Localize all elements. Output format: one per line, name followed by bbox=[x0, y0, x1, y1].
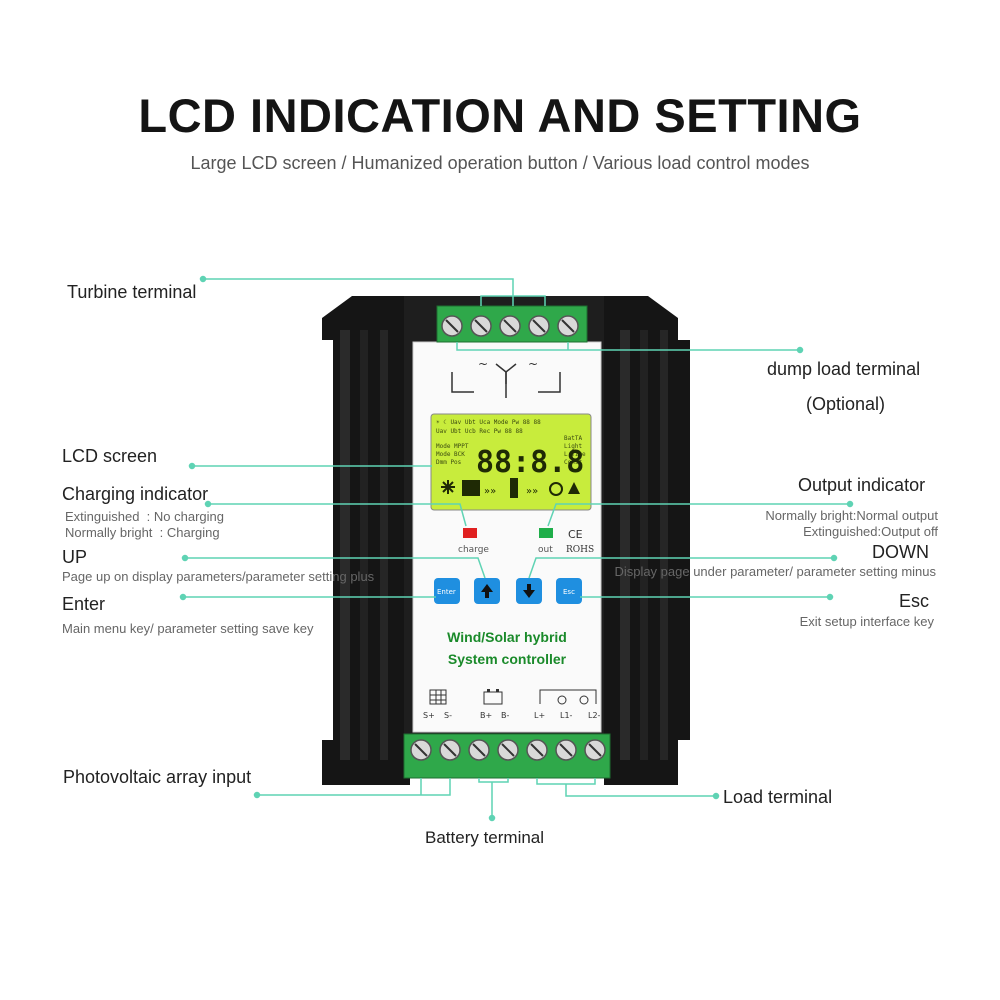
dump-load-optional-label: (Optional) bbox=[806, 394, 886, 414]
load-terminal-label: Load terminal bbox=[723, 787, 833, 807]
svg-text:»»: »» bbox=[484, 486, 496, 497]
enter-desc: Main menu key/ parameter setting save ke… bbox=[62, 621, 314, 636]
terminal-label-l2-minus: L2- bbox=[588, 711, 601, 720]
svg-text:Const: Const bbox=[564, 459, 582, 466]
down-desc: Display page under parameter/ parameter … bbox=[614, 564, 936, 579]
terminal-label-b-plus: B+ bbox=[480, 711, 492, 720]
out-led bbox=[539, 528, 553, 538]
bottom-terminal-block bbox=[403, 733, 611, 779]
turbine-symbol-icon: ~ ~ bbox=[451, 357, 561, 398]
svg-text:~: ~ bbox=[528, 357, 538, 371]
up-desc: Page up on display parameters/parameter … bbox=[62, 569, 375, 584]
up-label: UP bbox=[62, 547, 88, 567]
terminal-label-l1-minus: L1- bbox=[560, 711, 573, 720]
esc-button-label: Esc bbox=[563, 588, 575, 596]
charge-led bbox=[463, 528, 477, 538]
charge-led-label: charge bbox=[458, 545, 489, 555]
product-name-line-2: System controller bbox=[448, 651, 567, 667]
load-lamp-icon bbox=[539, 689, 597, 705]
enter-button[interactable]: Enter bbox=[434, 578, 460, 604]
output-callout-line bbox=[547, 503, 850, 527]
front-panel bbox=[412, 341, 602, 733]
terminal-label-l-plus: L+ bbox=[534, 711, 545, 720]
up-button[interactable] bbox=[474, 578, 500, 604]
page-subtitle: Large LCD screen / Humanized operation b… bbox=[190, 153, 810, 173]
lcd-status-icons: »» »» bbox=[441, 478, 580, 498]
out-led-label: out bbox=[538, 545, 553, 555]
lcd-screen: ☀ ☾ Uav Ubt Uca Mode Pw 88 88 Uav Ubt Uc… bbox=[430, 413, 592, 511]
pv-input-label: Photovoltaic array input bbox=[63, 767, 252, 787]
down-callout-line bbox=[528, 557, 834, 579]
charging-callout-line bbox=[208, 503, 467, 527]
rohs-mark: ROHS bbox=[566, 545, 594, 555]
charging-desc-1: Extinguished : No charging bbox=[65, 509, 224, 524]
esc-button[interactable]: Esc bbox=[556, 578, 582, 604]
svg-text:Uav Ubt Ucb Rec Pw 88 88: Uav Ubt Ucb Rec Pw 88 88 bbox=[436, 428, 523, 435]
svg-text:L.Time: L.Time bbox=[564, 451, 586, 458]
esc-desc: Exit setup interface key bbox=[799, 614, 934, 629]
lcd-screen-label: LCD screen bbox=[62, 446, 158, 466]
terminal-labels: S+ S- B+ B- L+ L1- L2- bbox=[423, 711, 601, 720]
esc-label: Esc bbox=[899, 591, 930, 611]
svg-text:Dmm Pos: Dmm Pos bbox=[436, 459, 462, 466]
svg-text:BatTA: BatTA bbox=[564, 435, 582, 442]
lcd-digits: 88:8.8 bbox=[476, 445, 584, 480]
load-callout-line bbox=[536, 778, 716, 797]
down-label: DOWN bbox=[872, 542, 929, 562]
enter-button-label: Enter bbox=[437, 588, 456, 596]
svg-text:Mode BCK: Mode BCK bbox=[436, 451, 465, 458]
right-heatsink bbox=[604, 296, 690, 785]
battery-terminal-label: Battery terminal bbox=[425, 828, 545, 847]
enter-label: Enter bbox=[62, 594, 106, 614]
battery-icon bbox=[483, 689, 503, 705]
up-callout-line bbox=[185, 557, 486, 579]
charging-indicator-label: Charging indicator bbox=[62, 484, 209, 504]
ce-mark: CE bbox=[568, 528, 583, 541]
svg-text:~: ~ bbox=[478, 357, 488, 371]
left-heatsink bbox=[322, 296, 410, 785]
pv-callout-line bbox=[257, 778, 451, 796]
solar-panel-icon bbox=[429, 689, 447, 705]
dump-load-terminal-label: dump load terminal bbox=[767, 359, 921, 379]
output-desc-1: Normally bright:Normal output bbox=[765, 508, 938, 523]
svg-text:Mode MPPT: Mode MPPT bbox=[436, 443, 469, 450]
down-button[interactable] bbox=[516, 578, 542, 604]
svg-text:»»: »» bbox=[526, 486, 538, 497]
turbine-terminal-block bbox=[436, 305, 588, 343]
callout-lines bbox=[179, 275, 854, 822]
product-name-line-1: Wind/Solar hybrid bbox=[447, 629, 567, 645]
turbine-terminal-label: Turbine terminal bbox=[67, 282, 197, 302]
charging-desc-2: Normally bright : Charging bbox=[65, 525, 220, 540]
output-indicator-label: Output indicator bbox=[798, 475, 926, 495]
battery-callout-line bbox=[478, 778, 509, 818]
terminal-label-b-minus: B- bbox=[501, 711, 509, 720]
terminal-label-s-minus: S- bbox=[444, 711, 452, 720]
arrow-up-icon bbox=[481, 584, 493, 598]
turbine-callout-line bbox=[203, 278, 514, 306]
output-desc-2: Extinguished:Output off bbox=[803, 524, 938, 539]
terminal-label-s-plus: S+ bbox=[423, 711, 435, 720]
turbine-bracket bbox=[480, 295, 546, 306]
arrow-down-icon bbox=[523, 584, 535, 598]
svg-text:Light: Light bbox=[564, 443, 582, 450]
dump-load-callout-line bbox=[456, 342, 800, 351]
svg-text:☀ ☾ Uav Ubt Uca Mode Pw 88 88: ☀ ☾ Uav Ubt Uca Mode Pw 88 88 bbox=[436, 419, 541, 426]
page-title: LCD INDICATION AND SETTING bbox=[138, 89, 862, 142]
